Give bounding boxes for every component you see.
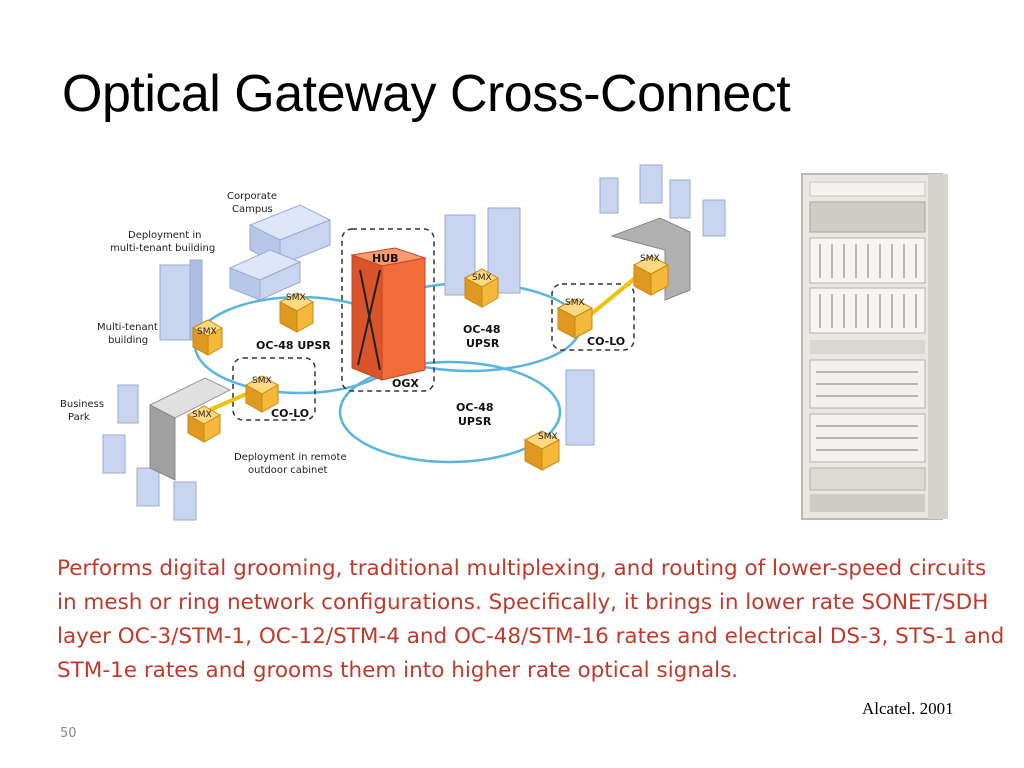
label-corporate-campus-2: Campus: [232, 204, 273, 215]
label-ring-right-1: OC-48: [463, 323, 501, 336]
label-ring-right-2: UPSR: [466, 337, 500, 350]
slide-number: 50: [60, 726, 77, 741]
multi-tenant-building-icon: [159, 259, 203, 341]
label-corporate-campus-1: Corporate: [227, 191, 277, 202]
label-ring-bottom-2: UPSR: [458, 415, 492, 428]
smx-node-icon: [244, 375, 280, 413]
hub-box: [341, 228, 435, 392]
colo-left-box: [232, 357, 316, 421]
label-deploy-remote-2: outdoor cabinet: [248, 465, 327, 476]
smx-node-icon: [632, 255, 670, 296]
smx-node-icon: [186, 405, 222, 443]
label-smx: SMX: [197, 327, 217, 337]
network-diagram: Corporate Campus Deployment in multi-ten…: [60, 164, 726, 521]
label-deploy-mt-2: multi-tenant building: [110, 243, 215, 254]
label-smx: SMX: [565, 298, 585, 308]
label-ring-left: OC-48 UPSR: [256, 339, 331, 352]
outdoor-cabinet-icon: [148, 217, 691, 481]
slide-title: Optical Gateway Cross-Connect: [62, 65, 791, 123]
smx-node-icon: [463, 268, 500, 308]
label-ogx: OGX: [392, 377, 419, 390]
label-smx: SMX: [640, 254, 660, 264]
label-business-park-1: Business: [60, 399, 104, 410]
label-colo-right: CO-LO: [587, 335, 625, 348]
equipment-rack-image: [801, 173, 948, 520]
description-text: Performs digital grooming, traditional m…: [57, 556, 1005, 683]
colo-right-box: [551, 283, 635, 351]
label-business-park-2: Park: [68, 412, 90, 423]
label-smx: SMX: [286, 293, 306, 303]
smx-node-icon: [556, 298, 594, 339]
ring-bottom: [338, 360, 562, 464]
label-hub: HUB: [372, 252, 399, 265]
label-deploy-mt-1: Deployment in: [128, 230, 201, 241]
label-smx: SMX: [472, 273, 492, 283]
label-colo-left: CO-LO: [271, 407, 309, 420]
business-park-servers-icon: [102, 384, 197, 521]
smx-node-icon: [278, 292, 315, 333]
label-mt-building-1: Multi-tenant: [97, 322, 158, 333]
label-smx: SMX: [538, 432, 558, 442]
source-citation: Alcatel. 2001: [862, 699, 954, 718]
ogx-hub-icon: [350, 247, 427, 381]
label-mt-building-2: building: [108, 335, 148, 346]
server-cluster-icon: [599, 164, 726, 237]
label-deploy-remote-1: Deployment in remote: [234, 452, 347, 463]
campus-building-icon: [228, 204, 332, 301]
label-smx: SMX: [252, 376, 272, 386]
label-smx: SMX: [192, 410, 212, 420]
smx-node-icon: [523, 430, 561, 471]
label-ring-bottom-1: OC-48: [456, 401, 494, 414]
smx-node-icon: [191, 319, 224, 356]
